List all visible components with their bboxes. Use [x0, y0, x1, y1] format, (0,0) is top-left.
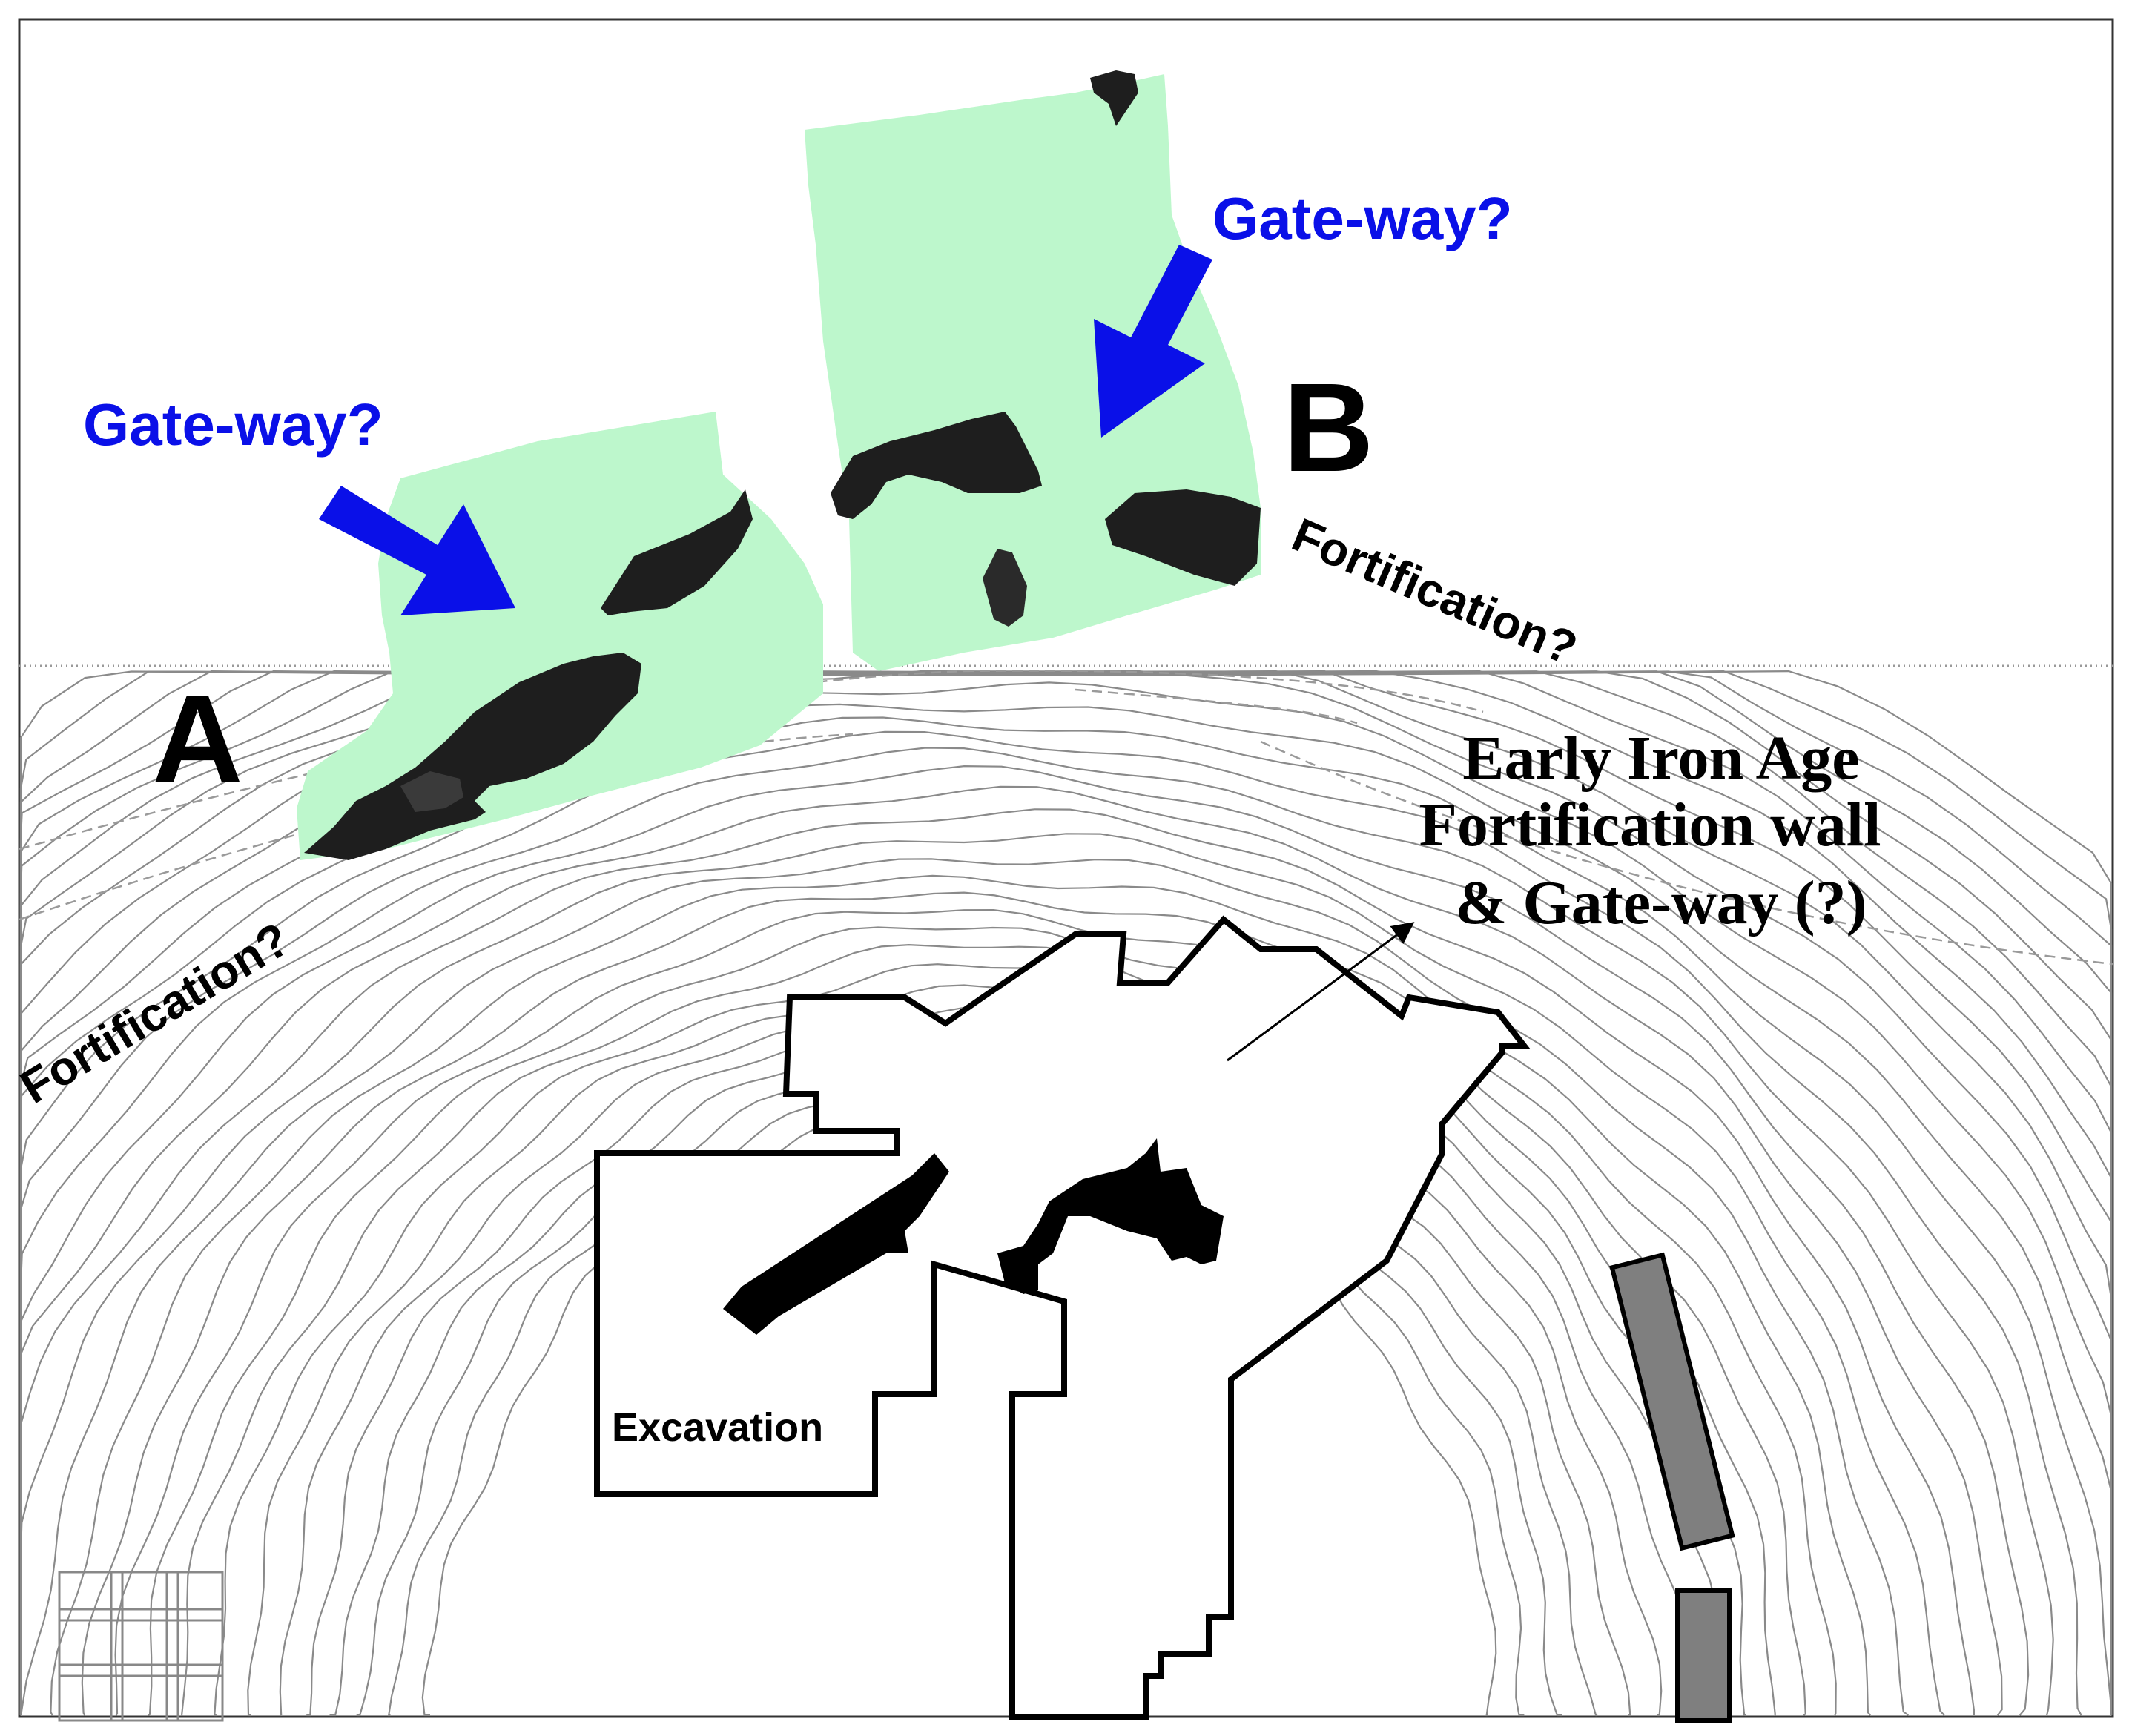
contour-line	[19, 808, 1975, 1715]
contour-line	[50, 874, 1872, 1716]
gateway-b-label: Gate-way?	[1212, 185, 1513, 251]
arrow-down-left-icon	[1094, 245, 1212, 438]
contour-line	[19, 785, 2003, 1716]
callout-line-1: Early Iron Age	[1462, 724, 1859, 793]
contour-line	[19, 765, 2030, 1716]
anomaly-b-2	[1105, 489, 1261, 586]
grid-squares	[58, 1571, 224, 1722]
contour-line	[19, 747, 2054, 1716]
area-b-label: B	[1283, 357, 1374, 498]
excavation-outline	[594, 915, 1531, 1720]
contour-line	[19, 670, 2113, 1715]
anomaly-a-2	[304, 653, 641, 860]
dashed-contour-line	[1260, 740, 2113, 966]
excavation-area	[594, 915, 1735, 1723]
anomaly-a-3	[400, 771, 463, 812]
callout-line-2: Fortification wall	[1419, 791, 1881, 859]
contour-line	[19, 833, 1945, 1716]
callout-label: Early Iron Age Fortification wall & Gate…	[1419, 724, 1881, 937]
arrow-up-right-icon	[1227, 922, 1415, 1062]
contour-line	[214, 963, 1719, 1717]
anomaly-b-3	[983, 549, 1027, 627]
contour-line	[114, 908, 1806, 1716]
survey-area-a	[297, 412, 823, 860]
dashed-contour-line	[19, 670, 1484, 851]
callout-line-3: & Gate-way (?)	[1455, 868, 1867, 937]
arrow-down-right-icon	[319, 486, 515, 615]
anomaly-b-4	[1090, 70, 1138, 126]
contour-line	[81, 891, 1837, 1716]
contour-line	[20, 858, 1910, 1716]
survey-area-a-fill	[297, 412, 823, 860]
survey-area-b	[805, 70, 1261, 671]
contour-line	[247, 984, 1692, 1717]
area-a-label: A	[152, 669, 243, 810]
structure-block-2	[1675, 1588, 1732, 1723]
excavation-label: Excavation	[612, 1405, 823, 1450]
structure-block-1	[1609, 1252, 1735, 1551]
dashed-contour-line	[1075, 688, 1358, 725]
gateway-a-label: Gate-way?	[83, 392, 383, 458]
excavated-wall-left	[723, 1153, 949, 1335]
excavated-wall-right	[997, 1138, 1224, 1294]
anomaly-b-1	[831, 412, 1042, 519]
anomaly-a-1	[601, 489, 753, 615]
